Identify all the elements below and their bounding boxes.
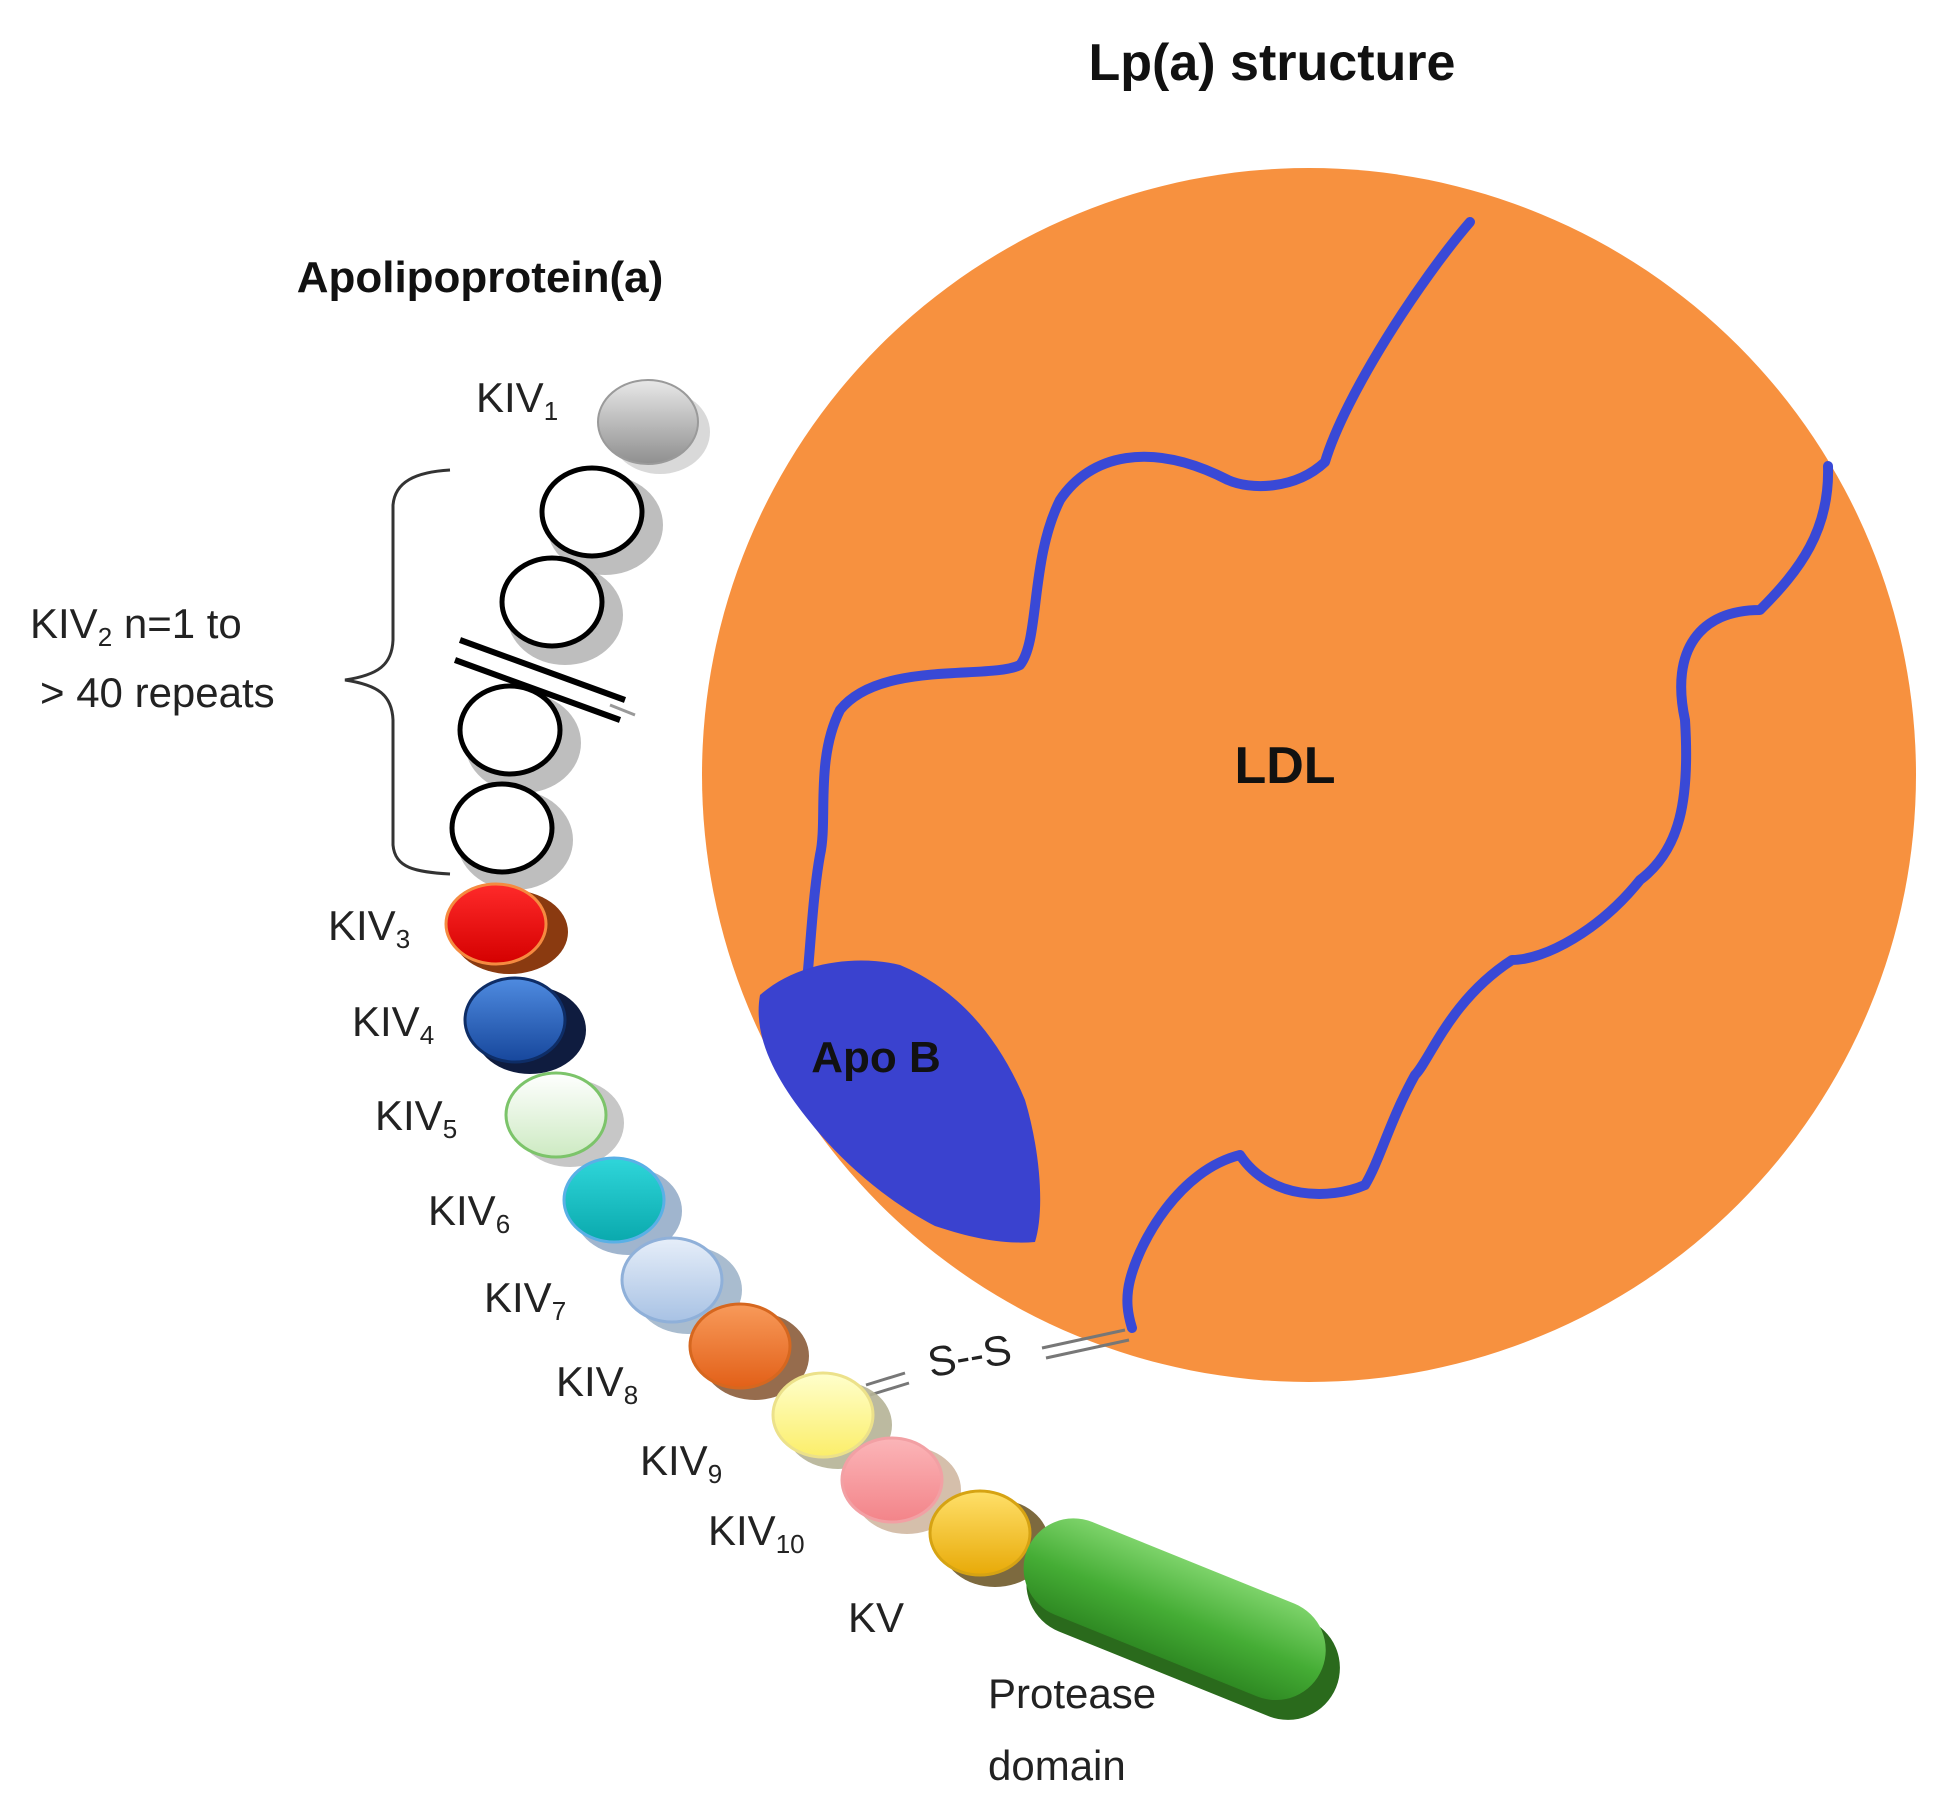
kiv7-label: KIV7 <box>484 1274 566 1326</box>
kiv3-kringle <box>444 882 568 974</box>
apob-chain-right <box>1122 461 1834 1333</box>
apolipoprotein-title: Apolipoprotein(a) <box>297 253 664 302</box>
kiv2-label-sub: 2 <box>98 622 112 652</box>
apob-label: Apo B <box>811 1033 941 1082</box>
kiv10-label: KIV10 <box>708 1507 805 1559</box>
apob-chain-left <box>800 217 1475 1005</box>
kiv8-label: KIV8 <box>556 1358 638 1410</box>
kiv6-kringle <box>562 1156 682 1255</box>
ss-bond-label: S--S <box>924 1325 1015 1386</box>
kiv1-label: KIV1 <box>476 374 558 426</box>
kiv6-label: KIV6 <box>428 1187 510 1239</box>
protease-label-line2: domain <box>988 1742 1126 1789</box>
kiv1-kringle <box>597 379 710 474</box>
apob-blob <box>758 960 1041 1243</box>
kiv2-repeat-circles <box>449 465 663 890</box>
disulfide-bond <box>865 1328 1130 1397</box>
repeat-break-mark <box>453 637 636 723</box>
kiv2-brace <box>344 468 451 876</box>
kiv3-label: KIV3 <box>328 902 410 954</box>
kiv2-label-line1: KIV2 n=1 to <box>30 600 242 652</box>
kiv2-circle <box>449 781 555 875</box>
kiv2-circle <box>457 683 563 777</box>
kiv2-circle <box>499 555 605 649</box>
kiv9-label: KIV9 <box>640 1437 722 1489</box>
kiv4-label: KIV4 <box>352 998 434 1050</box>
kiv2-label-line2: > 40 repeats <box>40 669 275 716</box>
protease-label-line1: Protease <box>988 1670 1156 1717</box>
protease-domain-capsule <box>1023 1518 1340 1720</box>
ldl-label: LDL <box>1234 737 1335 795</box>
kv-kringle <box>928 1489 1049 1587</box>
kiv2-label-main: KIV <box>30 600 98 647</box>
kiv8-kringle <box>688 1302 809 1400</box>
diagram-title: Lp(a) structure <box>1089 34 1456 92</box>
kiv5-kringle <box>504 1071 624 1167</box>
kv-label: KV <box>848 1594 904 1641</box>
kiv10-kringle <box>840 1436 961 1534</box>
kiv2-label-rest: n=1 to <box>112 600 242 647</box>
kiv5-label: KIV5 <box>375 1092 457 1144</box>
kiv2-circle <box>539 465 645 559</box>
kiv4-kringle <box>463 976 586 1074</box>
